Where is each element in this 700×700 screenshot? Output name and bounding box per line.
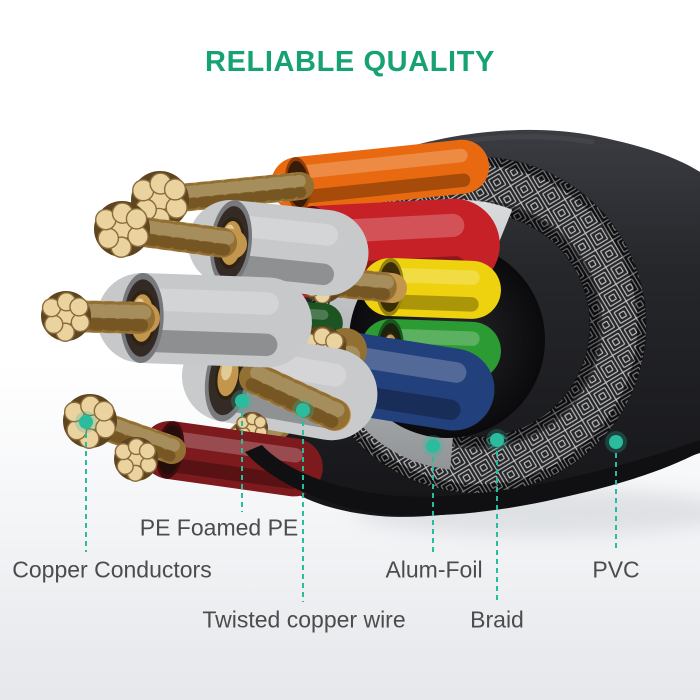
bundle-gray-top [94,201,150,258]
callout-dot-pvc [605,431,627,453]
twist-foam-core [239,362,351,431]
bundle-gray-mid [41,291,91,342]
callout-label-twisted-copper-wire: Twisted copper wire [202,606,406,633]
callout-dot-braid [486,429,508,451]
callout-dot-pe-foamed-pe [231,390,253,412]
callout-label-alum-foil: Alum-Foil [385,556,483,583]
callout-dot-alum-foil [422,435,444,457]
bundle-left-low [114,437,158,482]
page-title: RELIABLE QUALITY [205,46,495,78]
jacket-front-lip [245,440,700,516]
callout-dot-twisted-copper-wire [292,399,314,421]
callout-dot-copper-conductors [75,411,97,433]
callout-label-braid: Braid [470,606,524,633]
callout-label-pe-foamed-pe: PE Foamed PE [139,514,299,541]
callout-label-pvc: PVC [592,556,640,583]
callout-label-copper-conductors: Copper Conductors [12,556,212,583]
